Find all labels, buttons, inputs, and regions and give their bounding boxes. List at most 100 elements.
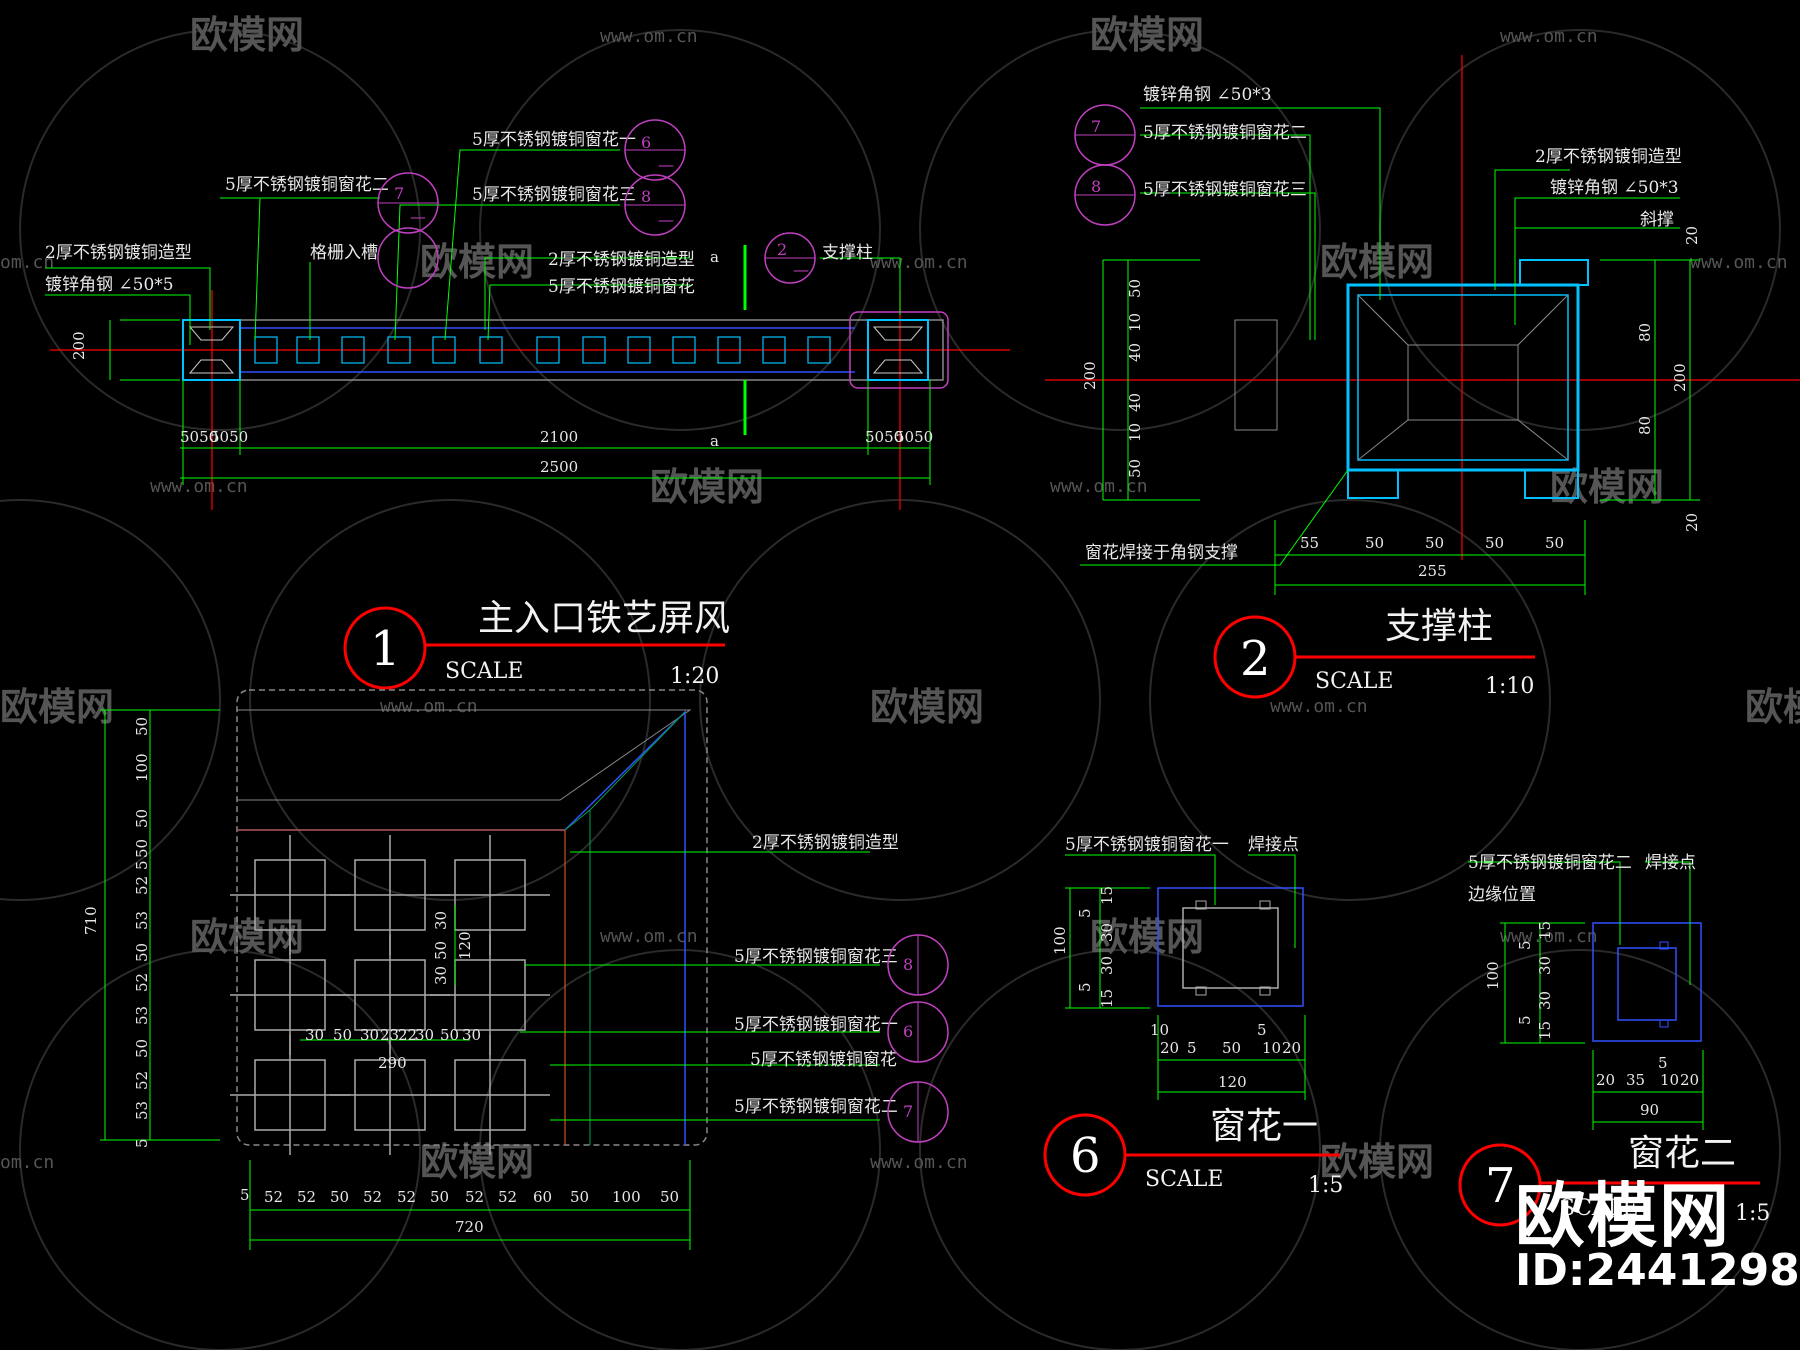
dim-v18: 52 bbox=[133, 1071, 151, 1090]
note-angle2: 镀锌角钢 ∠50*3 bbox=[1550, 178, 1679, 198]
dim-b13: 50 bbox=[660, 1188, 679, 1206]
dim-span: 2100 bbox=[540, 428, 578, 446]
drawing-2-title: 支撑柱 bbox=[1385, 606, 1493, 647]
callout-number: 8 bbox=[1091, 177, 1101, 196]
brand-logo-text: 欧模网 bbox=[1515, 1175, 1731, 1257]
drawing-6-tag: 6 bbox=[1070, 1128, 1101, 1184]
dim-b11: 50 bbox=[570, 1188, 589, 1206]
dim-v10: 50 bbox=[133, 943, 151, 962]
dim-b3: 52 bbox=[297, 1188, 316, 1206]
note-post: 支撑柱 bbox=[822, 243, 873, 263]
dim-height: 200 bbox=[70, 331, 88, 360]
dim-h5: 22 bbox=[398, 1026, 417, 1044]
callout-number: 7 bbox=[1091, 117, 1101, 136]
callout-number: 7 bbox=[903, 1102, 913, 1121]
callout-6: 6 bbox=[887, 1001, 949, 1063]
note-window2: 5厚不锈钢镀铜窗花二 bbox=[225, 175, 389, 195]
dim-b5: 50 bbox=[1545, 534, 1564, 552]
watermark-url: www.om.cn bbox=[1500, 26, 1598, 47]
dim-v3: 50 bbox=[133, 809, 151, 828]
dim-v6: 52 bbox=[133, 876, 151, 895]
watermark-brand: 欧模网 bbox=[1090, 13, 1204, 57]
callout-sheet: — bbox=[410, 207, 426, 226]
dim-b5: 52 bbox=[363, 1188, 382, 1206]
dim-r4: 20 bbox=[1683, 513, 1701, 532]
dim-h3: 30 bbox=[360, 1026, 379, 1044]
dim-h4: 23 bbox=[380, 1026, 399, 1044]
note-shape: 2厚不锈钢镀铜造型 bbox=[45, 243, 192, 263]
watermark-brand: 欧模网 bbox=[650, 465, 764, 509]
dim-v2: 100 bbox=[133, 753, 151, 782]
watermark-circles bbox=[0, 29, 1781, 1350]
dim-inner-v2: 50 bbox=[432, 941, 450, 960]
watermark-url: www.om.cn bbox=[1050, 476, 1148, 497]
dim-l6: 50 bbox=[1126, 459, 1144, 478]
dim-b1: 5 bbox=[240, 1186, 250, 1204]
watermark-brand: 欧模网 bbox=[1320, 1140, 1434, 1184]
dim-b2: 50 bbox=[1365, 534, 1384, 552]
dim-v16: 50 bbox=[133, 1039, 151, 1058]
watermark-brand: 欧模网 bbox=[0, 685, 114, 729]
dim-v12: 52 bbox=[133, 973, 151, 992]
watermark-brand: 欧模网 bbox=[1550, 465, 1664, 509]
note-weld: 焊接点 bbox=[1645, 853, 1696, 873]
dim-v6: 15 bbox=[1098, 989, 1116, 1008]
note-angle: 镀锌角钢 ∠50*3 bbox=[1143, 85, 1272, 105]
dim-v5: 5 bbox=[1516, 1015, 1534, 1025]
dim-b2: 5 bbox=[1187, 1039, 1197, 1057]
cut-mark-top: a bbox=[710, 248, 719, 266]
dim-b1: 55 bbox=[1300, 534, 1319, 552]
brand-id: ID:2441298 bbox=[1515, 1245, 1800, 1296]
dim-r1: 20 bbox=[1683, 226, 1701, 245]
watermark-url: www.om.cn bbox=[1270, 696, 1368, 717]
dim-v2: 5 bbox=[1076, 908, 1094, 918]
drawing-7-title: 窗花二 bbox=[1628, 1133, 1736, 1174]
note-flower: 5厚不锈钢镀铜窗花一 bbox=[1065, 835, 1229, 855]
watermark-brand: 欧模网 bbox=[420, 1140, 534, 1184]
dim-h-total: 290 bbox=[378, 1054, 407, 1072]
dim-b12: 100 bbox=[612, 1188, 641, 1206]
dim-b8: 52 bbox=[465, 1188, 484, 1206]
dim-b5: 20 bbox=[1282, 1039, 1301, 1057]
dim-b-total: 720 bbox=[455, 1218, 484, 1236]
dim-b-top1: 5 bbox=[1658, 1054, 1668, 1072]
callout-number: 2 bbox=[777, 240, 787, 259]
drawing-2-post: 镀锌角钢 ∠50*3 5厚不锈钢镀铜窗花二 5厚不锈钢镀铜窗花三 2厚不锈钢镀铜… bbox=[1045, 55, 1800, 699]
callout-number: 8 bbox=[641, 187, 651, 206]
dim-l2: 10 bbox=[1126, 313, 1144, 332]
watermark-brand: 欧模网 bbox=[190, 915, 304, 959]
dim-b-total: 90 bbox=[1640, 1101, 1659, 1119]
scale-value: 1:20 bbox=[670, 664, 719, 689]
drawing-6-title: 窗花一 bbox=[1210, 1106, 1318, 1147]
dim-v14: 53 bbox=[133, 1006, 151, 1025]
watermark-brand: 欧模网 bbox=[190, 13, 304, 57]
dim-v-total: 710 bbox=[82, 906, 100, 935]
dim-left: 5050 bbox=[180, 428, 218, 446]
dim-inner-v3: 30 bbox=[432, 966, 450, 985]
dim-v6: 15 bbox=[1536, 1021, 1554, 1040]
dim-v8: 53 bbox=[133, 911, 151, 930]
watermark-url: www.om.cn bbox=[380, 696, 478, 717]
dim-b10: 60 bbox=[533, 1188, 552, 1206]
dim-b2: 35 bbox=[1626, 1071, 1645, 1089]
watermark-brand: 欧模网 bbox=[1745, 685, 1800, 729]
dim-b7: 50 bbox=[430, 1188, 449, 1206]
callout-7: 7 bbox=[887, 1081, 949, 1143]
dim-l4: 40 bbox=[1126, 393, 1144, 412]
dim-b1: 20 bbox=[1160, 1039, 1179, 1057]
note-flower: 5厚不锈钢镀铜窗花二 bbox=[1468, 853, 1632, 873]
dim-b4: 50 bbox=[330, 1188, 349, 1206]
dim-l3: 40 bbox=[1126, 343, 1144, 362]
callout-8: 8 — bbox=[624, 174, 686, 236]
drawing-6-window-1: 5厚不锈钢镀铜窗花一 焊接点 15 5 30 30 5 15 100 10 5 … bbox=[1043, 835, 1343, 1198]
watermark-brand: 欧模网 bbox=[420, 240, 534, 284]
scale-label: SCALE bbox=[1145, 1167, 1223, 1192]
dim-b4: 10 bbox=[1262, 1039, 1281, 1057]
callout-8: 8 bbox=[887, 934, 949, 996]
watermark-brand: 欧模网 bbox=[1090, 915, 1204, 959]
dim-b3: 50 bbox=[1222, 1039, 1241, 1057]
dim-right: 5050 bbox=[865, 428, 903, 446]
note-shape2: 2厚不锈钢镀铜造型 bbox=[548, 250, 695, 270]
callout-sheet: — bbox=[658, 210, 674, 229]
